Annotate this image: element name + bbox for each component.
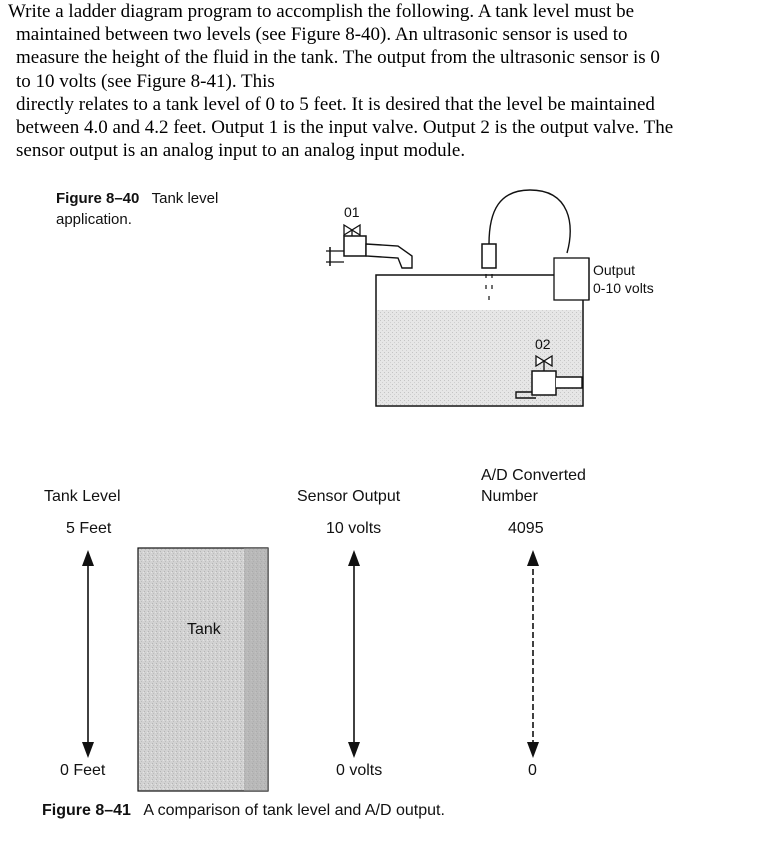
ad-number-arrow [527, 550, 539, 758]
sensor-output-box [553, 257, 590, 301]
ad-top-value: 4095 [508, 520, 544, 537]
problem-statement: Write a ladder diagram program to accomp… [8, 0, 778, 162]
ad-bottom-value: 0 [528, 762, 537, 779]
problem-line: directly relates to a tank level of 0 to… [16, 93, 655, 115]
tank-level-header: Tank Level [44, 488, 121, 505]
tank-label: Tank [187, 621, 221, 638]
problem-line: to 10 volts (see Figure 8-41). This [16, 70, 275, 92]
valve-01-text: 01 [344, 204, 360, 220]
sensor-output-header: Sensor Output [297, 488, 401, 505]
valve-02-text: 02 [535, 336, 551, 352]
tank-level-bottom: 0 Feet [60, 762, 106, 779]
tank-level-arrow [82, 550, 94, 758]
sensor-output-bottom: 0 volts [336, 762, 383, 779]
figure-8-41-caption: Figure 8–41 A comparison of tank level a… [42, 802, 445, 820]
figure-title: A comparison of tank level and A/D outpu… [143, 802, 445, 819]
tank-level-top: 5 Feet [66, 520, 112, 537]
problem-line: measure the height of the fluid in the t… [16, 47, 660, 69]
ultrasonic-sensor [481, 189, 571, 300]
figure-number: Figure 8–41 [42, 802, 131, 819]
sensor-output-label: Output [593, 262, 636, 278]
inlet-valve-01 [326, 223, 413, 269]
sensor-output-top: 10 volts [326, 520, 382, 537]
sensor-output-arrow [348, 550, 360, 758]
problem-line: between 4.0 and 4.2 feet. Output 1 is th… [16, 117, 674, 139]
outlet-valve-02 [515, 354, 583, 399]
ad-header-line2: Number [481, 488, 538, 505]
problem-line: Write a ladder diagram program to accomp… [8, 1, 635, 22]
figure-8-40-caption: Figure 8–40 Tank level [56, 190, 218, 207]
ad-header-line1: A/D Converted [481, 467, 586, 484]
figure-caption-line2: application. [56, 211, 132, 228]
problem-line: maintained between two levels (see Figur… [16, 24, 628, 46]
figure-title: Tank level [151, 190, 219, 207]
figure-number: Figure 8–40 [56, 190, 140, 207]
problem-line: sensor output is an analog input to an a… [16, 140, 466, 162]
level-tank [137, 547, 269, 792]
sensor-voltage-label: 0-10 volts [593, 280, 654, 296]
